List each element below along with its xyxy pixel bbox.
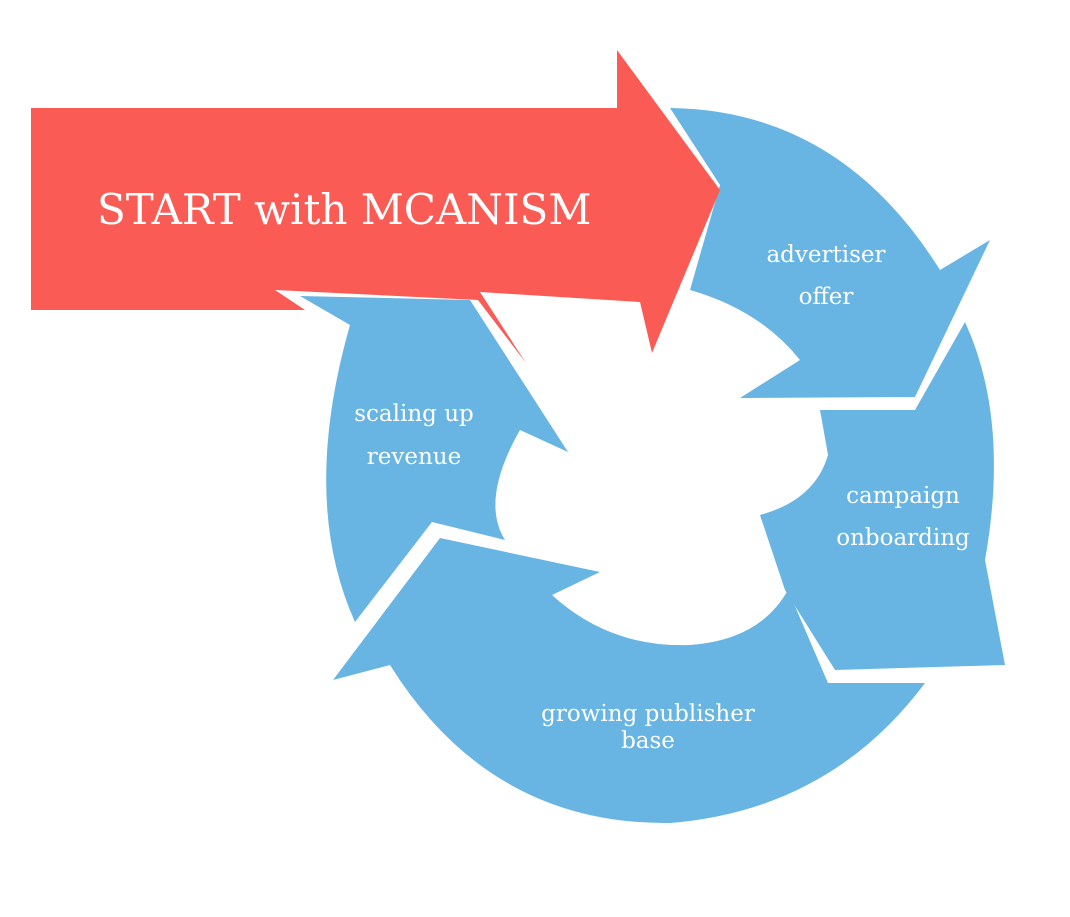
stage-label-scaling-up-revenue-line2: revenue bbox=[367, 444, 461, 470]
svg-text:advertiser: advertiser bbox=[766, 242, 885, 268]
stage-label-growing-publisher-base-line2: base bbox=[621, 728, 675, 754]
cycle-stage-advertiser-offer: advertiser offer bbox=[670, 108, 990, 398]
cycle-arrow-campaign-onboarding bbox=[760, 322, 1005, 670]
stage-label-scaling-up-revenue-line1: scaling up bbox=[354, 401, 474, 427]
stage-label-campaign-onboarding-line2: onboarding bbox=[836, 525, 970, 551]
svg-text:onboarding: onboarding bbox=[836, 525, 970, 551]
cycle-arrow-advertiser-offer bbox=[670, 108, 990, 398]
start-arrow-shape bbox=[31, 50, 720, 363]
start-arrow: START with MCANISM bbox=[31, 50, 720, 363]
svg-text:base: base bbox=[621, 728, 675, 754]
stage-label-growing-publisher-base-line1: growing publisher bbox=[541, 701, 755, 727]
svg-text:START with MCANISM: START with MCANISM bbox=[97, 185, 591, 234]
stage-label-advertiser-offer-line1: advertiser bbox=[766, 242, 885, 268]
cycle-stage-scaling-up-revenue: scaling up revenue bbox=[300, 296, 568, 622]
stage-label-advertiser-offer-line2: offer bbox=[799, 284, 854, 310]
cycle-stage-campaign-onboarding: campaign onboarding bbox=[760, 322, 1005, 670]
svg-text:revenue: revenue bbox=[367, 444, 461, 470]
cycle-arrow-growing-publisher-base bbox=[333, 538, 925, 824]
stage-label-campaign-onboarding-line1: campaign bbox=[846, 483, 960, 509]
cycle-stage-growing-publisher-base: growing publisher base bbox=[333, 538, 925, 824]
svg-text:campaign: campaign bbox=[846, 483, 960, 509]
svg-text:growing publisher: growing publisher bbox=[541, 701, 755, 727]
svg-text:scaling up: scaling up bbox=[354, 401, 474, 427]
svg-text:offer: offer bbox=[799, 284, 854, 310]
start-arrow-label: START with MCANISM bbox=[97, 185, 591, 234]
cycle-arrow-scaling-up-revenue bbox=[300, 296, 568, 622]
